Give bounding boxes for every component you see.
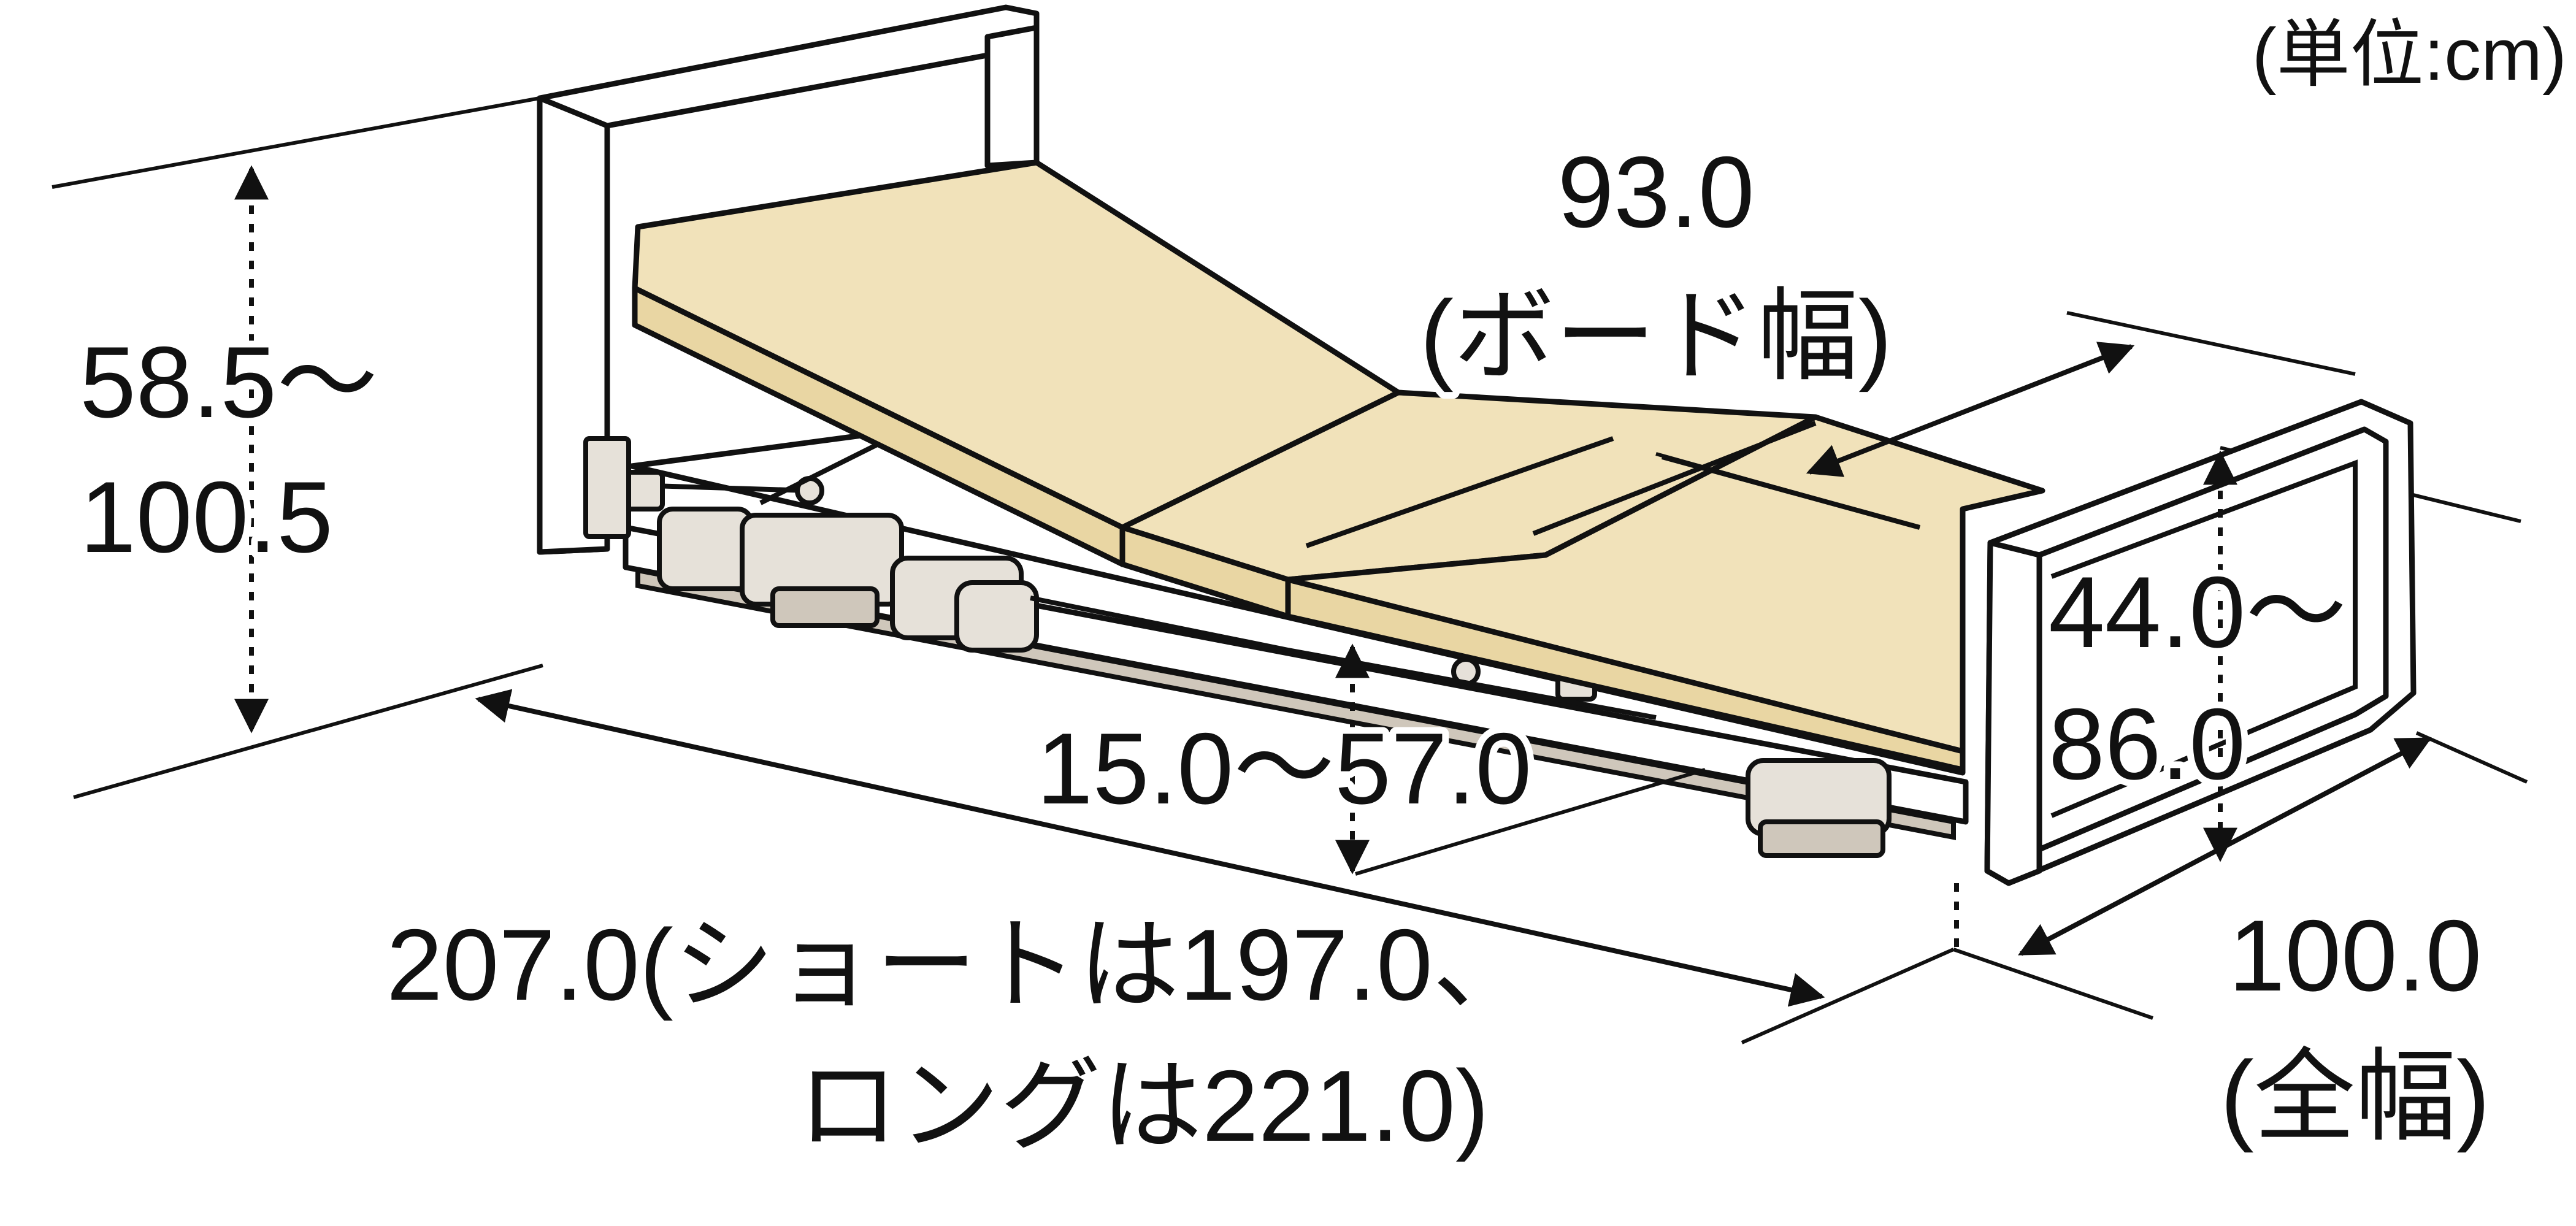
floor-extension-line-right [1953, 948, 2153, 1020]
head-height-line1: 58.5〜 [80, 326, 378, 439]
length-arrow [475, 689, 1825, 1007]
total-width-arrow [2018, 737, 2432, 956]
deck-height-label: 15.0〜57.0 [1037, 712, 1531, 825]
foot-height-line2: 86.0 [2049, 688, 2245, 800]
total-width-value: 100.0 [2229, 899, 2482, 1012]
board-width-extension-line-left [2066, 311, 2356, 376]
length-line1: 207.0(ショートは197.0、 [386, 908, 1534, 1021]
total-width-label: (全幅) [2220, 1040, 2490, 1153]
floor-extension-line-front [1741, 948, 1955, 1044]
dimension-labels: (単位:cm) 93.0 (ボード幅) 58.5〜 100.5 44.0〜 86… [73, 7, 2574, 1169]
foot-height-line1: 44.0〜 [2049, 556, 2347, 669]
board-width-guide-line [1655, 452, 1920, 529]
deck-floor-guide-line [1355, 768, 1706, 876]
board-width-arrow [1806, 342, 2135, 477]
width-extension-line-right [2415, 731, 2528, 784]
dimension-arrows [234, 165, 2432, 1007]
floor-extension-line-left [73, 664, 543, 799]
head-height-line2: 100.5 [80, 461, 333, 573]
head-board [537, 4, 1040, 555]
head-top-extension-line [52, 96, 540, 189]
unit-label: (単位:cm) [2252, 13, 2567, 96]
board-width-value: 93.0 [1557, 136, 1754, 248]
board-width-label: (ボード幅) [1420, 280, 1892, 393]
length-line2: ロングは221.0) [797, 1049, 1489, 1162]
